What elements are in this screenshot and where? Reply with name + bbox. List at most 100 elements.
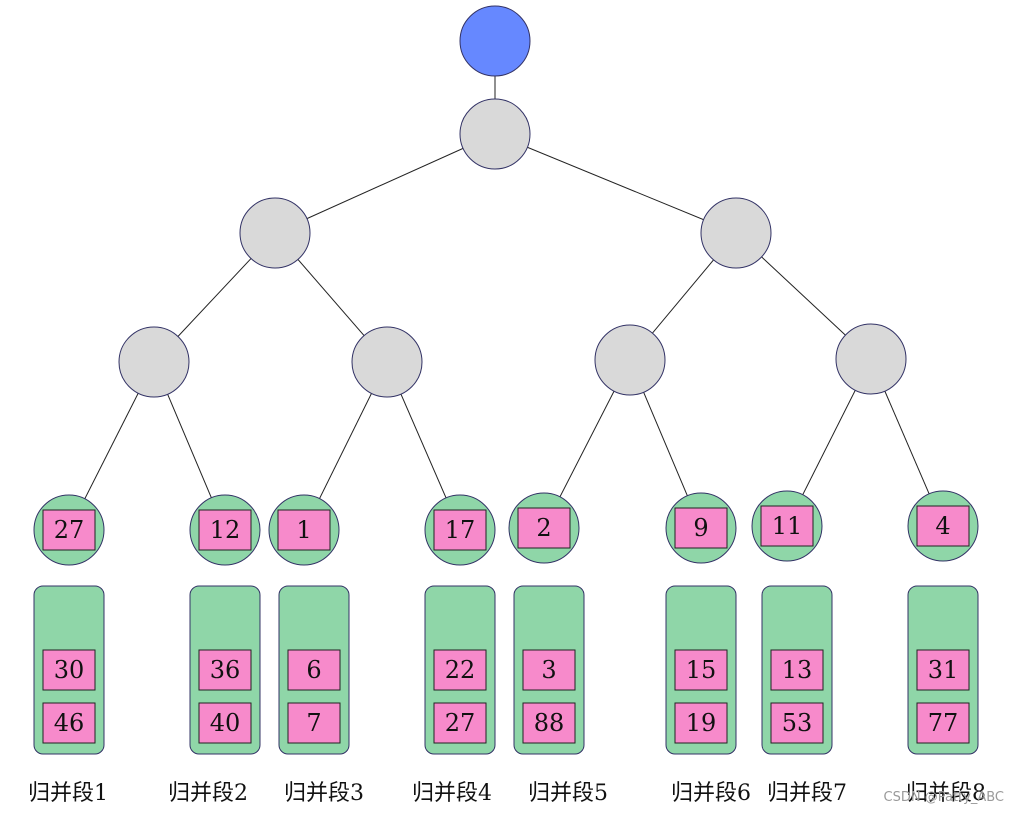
internal-node <box>700 197 772 269</box>
key-value: 77 <box>928 709 959 737</box>
merge-segment: 31 77 <box>907 585 979 755</box>
key-value: 1 <box>296 516 311 544</box>
key-rect <box>916 702 970 744</box>
leaf-node: 9 <box>665 492 737 564</box>
key-value: 46 <box>54 709 85 737</box>
watermark: CSDN @Patty_ABC <box>884 790 1004 805</box>
internal-node <box>351 326 423 398</box>
key-box: 77 <box>916 702 970 744</box>
tree-edge <box>274 133 496 234</box>
merge-segment: 22 27 <box>424 585 496 755</box>
key-value: 30 <box>54 656 85 684</box>
segment-label: 归并段8 <box>906 781 986 806</box>
key-value: 4 <box>935 512 950 540</box>
key-rect <box>287 649 341 691</box>
key-box: 46 <box>42 702 96 744</box>
leaf-node: 12 <box>189 494 261 566</box>
key-box: 53 <box>770 702 824 744</box>
tree-edge <box>494 133 737 234</box>
key-box: 30 <box>42 649 96 691</box>
key-rect <box>433 649 487 691</box>
internal-node <box>118 326 190 398</box>
key-value: 17 <box>445 516 476 544</box>
key-rect <box>674 649 728 691</box>
key-rect <box>517 507 571 549</box>
key-rect <box>198 649 252 691</box>
key-rect <box>674 702 728 744</box>
key-box: 4 <box>916 505 970 547</box>
merge-segment: 36 40 <box>189 585 261 755</box>
leaf-nodes: 27 12 1 17 2 9 11 4 <box>33 490 979 566</box>
merge-segment: 30 46 <box>33 585 105 755</box>
key-value: 27 <box>445 709 476 737</box>
merge-segment: 3 88 <box>513 585 585 755</box>
key-box: 17 <box>433 509 487 551</box>
leaf-node: 27 <box>33 494 105 566</box>
key-rect <box>916 649 970 691</box>
segment-label: 归并段7 <box>767 781 847 806</box>
key-box: 13 <box>770 649 824 691</box>
key-value: 53 <box>782 709 813 737</box>
key-box: 40 <box>198 702 252 744</box>
key-rect <box>522 702 576 744</box>
key-value: 27 <box>54 516 85 544</box>
key-value: 7 <box>306 709 321 737</box>
key-rect <box>433 509 487 551</box>
leaf-node: 17 <box>424 494 496 566</box>
key-rect <box>916 505 970 547</box>
key-box: 88 <box>522 702 576 744</box>
key-rect <box>522 649 576 691</box>
merge-segment: 67 <box>278 585 350 755</box>
key-rect <box>277 509 331 551</box>
key-rect <box>42 702 96 744</box>
key-rect <box>674 507 728 549</box>
key-value: 6 <box>306 656 321 684</box>
key-box: 2 <box>517 507 571 549</box>
internal-node <box>835 323 907 395</box>
key-box: 9 <box>674 507 728 549</box>
key-box: 1 <box>277 509 331 551</box>
key-rect <box>760 505 814 547</box>
leaf-node: 4 <box>907 490 979 562</box>
key-value: 19 <box>686 709 717 737</box>
key-box: 27 <box>433 702 487 744</box>
key-value: 3 <box>541 656 556 684</box>
key-rect <box>42 649 96 691</box>
key-rect <box>770 702 824 744</box>
leaf-node: 2 <box>508 492 580 564</box>
key-rect <box>433 702 487 744</box>
internal-node <box>239 197 311 269</box>
key-box: 31 <box>916 649 970 691</box>
key-rect <box>198 702 252 744</box>
key-box: 12 <box>198 509 252 551</box>
key-box: 15 <box>674 649 728 691</box>
key-rect <box>42 509 96 551</box>
tree-nodes <box>118 5 907 398</box>
key-box: 19 <box>674 702 728 744</box>
key-value: 15 <box>686 656 717 684</box>
leaf-node: 1 <box>268 494 340 566</box>
key-box: 3 <box>522 649 576 691</box>
key-box: 22 <box>433 649 487 691</box>
key-value: 88 <box>534 709 565 737</box>
key-box: 11 <box>760 505 814 547</box>
merge-segment: 13 53 <box>761 585 833 755</box>
internal-node <box>594 324 666 396</box>
key-value: 11 <box>772 512 803 540</box>
key-rect <box>198 509 252 551</box>
key-value: 40 <box>210 709 241 737</box>
key-value: 22 <box>445 656 476 684</box>
segment-label: 归并段5 <box>528 781 608 806</box>
segment-label: 归并段3 <box>284 781 364 806</box>
key-value: 36 <box>210 656 241 684</box>
key-rect <box>770 649 824 691</box>
key-value: 13 <box>782 656 813 684</box>
segment-label: 归并段1 <box>28 781 108 806</box>
key-value: 9 <box>693 514 708 542</box>
key-value: 2 <box>536 514 551 542</box>
